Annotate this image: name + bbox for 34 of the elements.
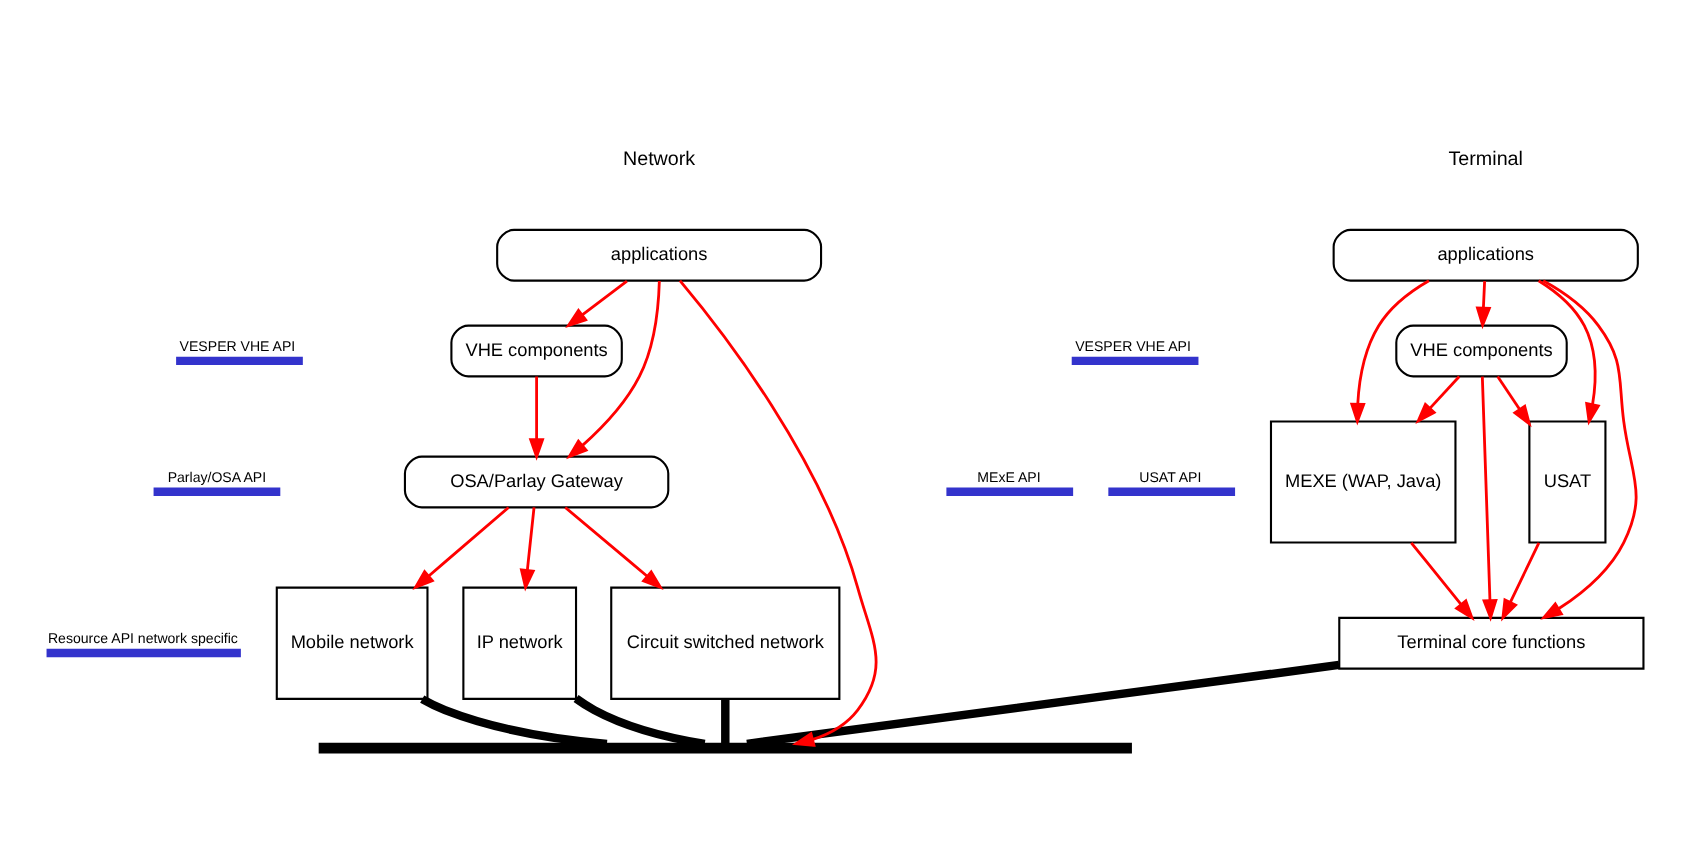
node-box: USAT [1528,420,1607,544]
node-box: VHE components [450,324,623,378]
arrow [1475,281,1492,330]
node-box: applications [1332,228,1639,282]
arrow [519,507,536,592]
connector [721,699,730,744]
arrow [1410,541,1475,622]
arrow [528,376,545,461]
arrow [1540,279,1638,620]
connector [746,660,1340,749]
arrow [566,280,661,460]
node-box: Mobile network [275,586,429,700]
node-box: VHE components [1395,324,1568,378]
arrow [565,279,628,328]
arrow [1496,375,1532,428]
arrow [1480,376,1498,622]
node-box: IP network [462,586,578,700]
node-box: MEXE (WAP, Java) [1269,420,1457,544]
arrow [1415,375,1461,425]
node-box: Circuit switched network [610,586,841,700]
arrow [564,506,664,591]
arrow [1501,542,1541,622]
label: Terminal [1448,148,1523,171]
arrow [412,506,510,591]
connector [573,695,706,749]
connector [420,695,608,749]
node-bar [318,742,1132,754]
arrow [1349,279,1430,426]
arrow [1537,279,1601,426]
arrow [678,279,878,747]
label: Network [623,148,696,171]
node-box: OSA/Parlay Gateway [403,455,670,509]
node-box: applications [496,228,823,282]
node-box: Terminal core functions [1338,616,1645,670]
